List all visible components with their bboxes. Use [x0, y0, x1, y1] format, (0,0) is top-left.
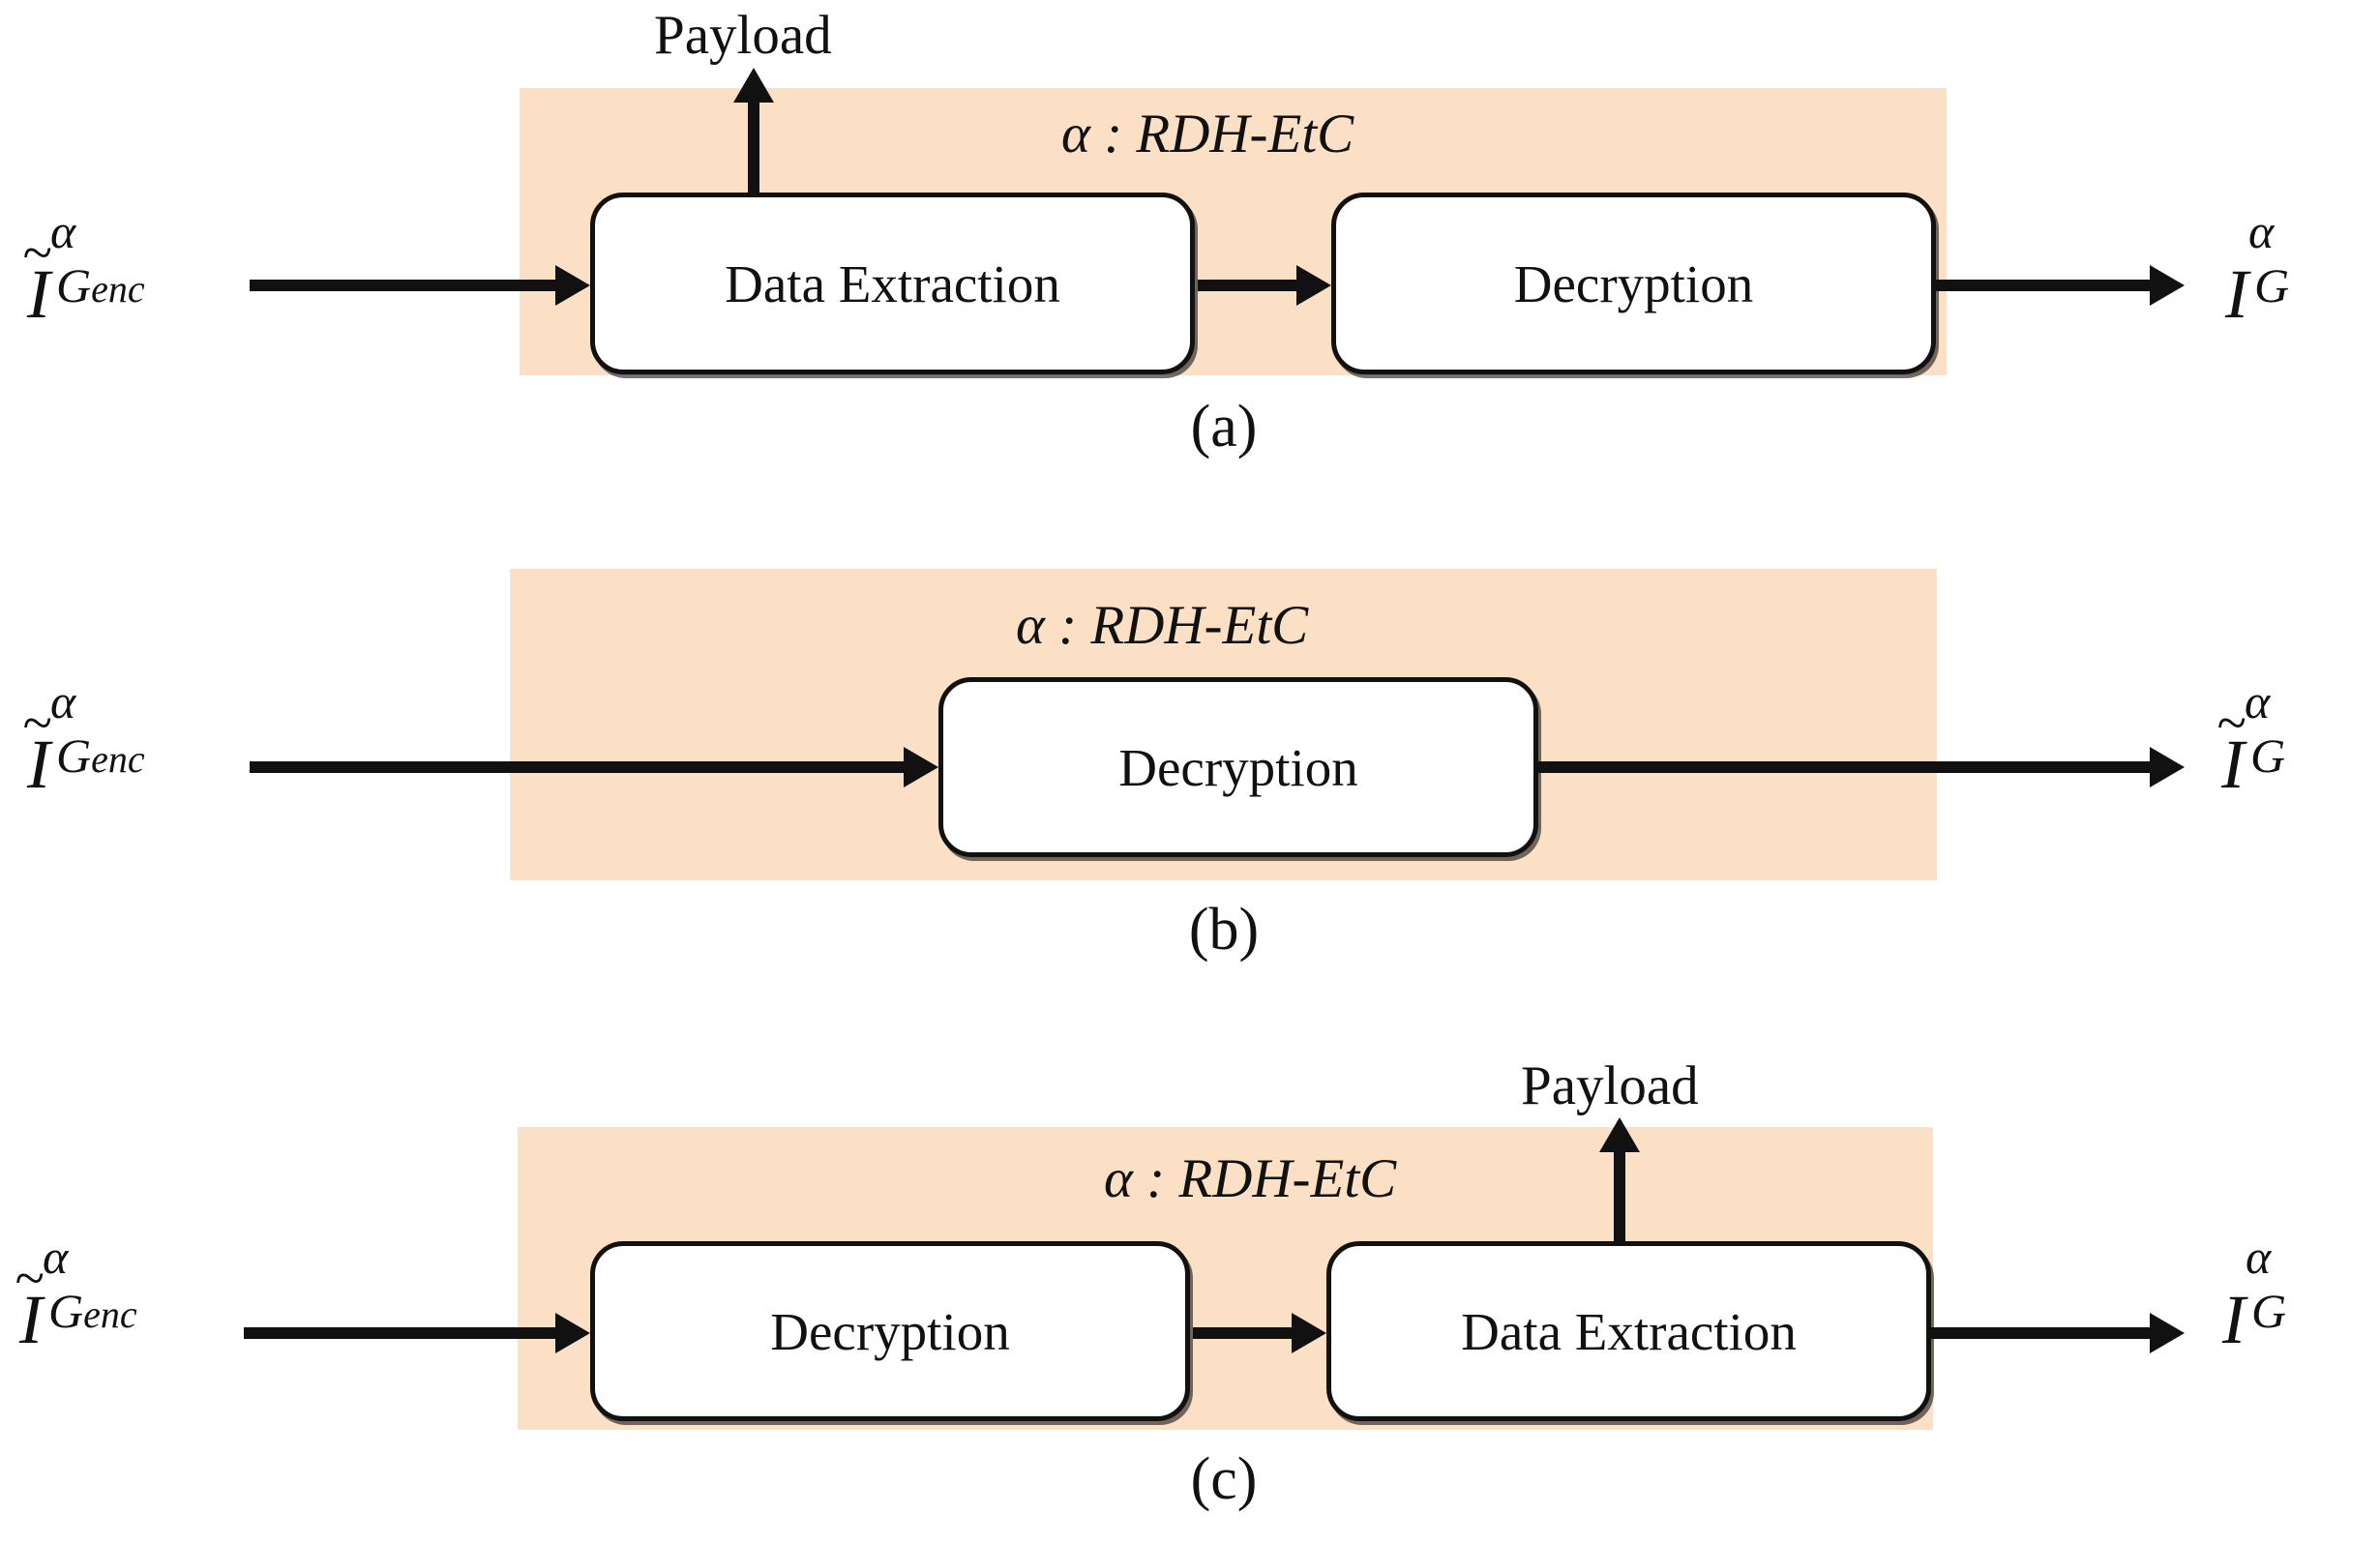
panel-c-output-sub: G: [2250, 1284, 2287, 1338]
panel-b-caption: (b): [1188, 897, 1260, 963]
arrow-shaft: [1193, 1327, 1295, 1339]
arrow-shaft: [748, 97, 759, 193]
arrow-shaft: [250, 280, 559, 291]
arrow-head-icon: [2150, 1313, 2185, 1353]
panel-c-output-base: I: [2222, 1281, 2246, 1358]
panel-a-input-sub: Genc: [55, 258, 145, 312]
panel-a-input-base: ~I: [22, 223, 52, 333]
arrow-shaft: [250, 761, 907, 773]
panel-b-input-sub: Genc: [55, 728, 145, 783]
arrow-head-icon: [1599, 1117, 1640, 1152]
panel-c-caption: (c): [1190, 1446, 1258, 1512]
panel-a-box-data-extraction-label: Data Extraction: [725, 253, 1060, 313]
tilde-accent-icon: ~: [22, 223, 52, 283]
tilde-accent-icon: ~: [2216, 694, 2246, 754]
arrow-head-icon: [555, 1313, 590, 1353]
panel-a-box-data-extraction[interactable]: Data Extraction: [590, 193, 1195, 374]
tilde-accent-icon: ~: [15, 1249, 45, 1309]
panel-a-title-text: α : RDH-EtC: [1061, 104, 1354, 164]
arrow-shaft: [1929, 1327, 2154, 1339]
panel-b-output-base: ~I: [2216, 694, 2246, 803]
panel-b-box-decryption-label: Decryption: [1118, 737, 1358, 797]
panel-c-title-text: α : RDH-EtC: [1104, 1148, 1397, 1209]
panel-b-box-decryption[interactable]: Decryption: [938, 677, 1538, 857]
tilde-accent-icon: ~: [22, 694, 52, 754]
arrow-shaft: [1198, 280, 1300, 291]
panel-a-output-sub: G: [2253, 258, 2290, 312]
panel-a-output-base: I: [2225, 255, 2248, 333]
arrow-head-icon: [2150, 265, 2185, 306]
arrow-head-icon: [1292, 1313, 1326, 1353]
arrow-head-icon: [733, 68, 774, 103]
panel-c-box-data-extraction[interactable]: Data Extraction: [1326, 1241, 1931, 1421]
panel-a-box-decryption[interactable]: Decryption: [1331, 193, 1936, 374]
arrow-shaft: [244, 1327, 559, 1339]
arrow-shaft: [1614, 1146, 1625, 1243]
panel-b-title-text: α : RDH-EtC: [1016, 595, 1309, 656]
panel-c-title: α : RDH-EtC: [1104, 1151, 1396, 1206]
panel-c-payload-label: Payload: [1521, 1055, 1699, 1116]
arrow-head-icon: [904, 747, 938, 787]
panel-c-box-data-extraction-label: Data Extraction: [1461, 1301, 1797, 1361]
panel-b-output-sub: G: [2249, 728, 2286, 783]
arrow-shaft: [1933, 280, 2154, 291]
panel-c-input-base: ~I: [15, 1249, 45, 1358]
panel-c-input-sub: Genc: [47, 1284, 137, 1338]
arrow-head-icon: [2150, 747, 2185, 787]
panel-a-payload-label: Payload: [654, 5, 832, 66]
panel-a-box-decryption-label: Decryption: [1513, 253, 1754, 313]
arrow-shaft: [1536, 761, 2154, 773]
panel-b-input-base: ~I: [22, 694, 52, 803]
panel-a-title: α : RDH-EtC: [1061, 106, 1354, 162]
panel-b-title: α : RDH-EtC: [1016, 598, 1308, 653]
arrow-head-icon: [1296, 265, 1331, 306]
arrow-head-icon: [555, 265, 590, 306]
panel-c-box-decryption[interactable]: Decryption: [590, 1241, 1190, 1421]
panel-a-caption: (a): [1190, 394, 1258, 460]
panel-c-box-decryption-label: Decryption: [770, 1301, 1010, 1361]
